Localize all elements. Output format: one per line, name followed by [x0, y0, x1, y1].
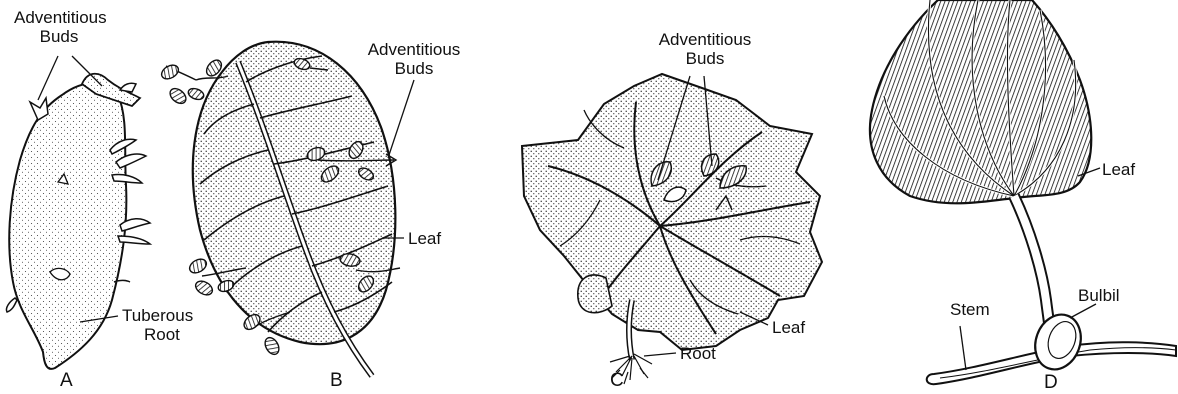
panel-d-leaf-label: Leaf	[1102, 160, 1135, 179]
leaf-d-blade	[870, 0, 1091, 203]
tuberous-root-shape	[9, 83, 126, 369]
panel-a-tuberous-line1: Tuberous	[122, 306, 193, 325]
panel-c-root-label: Root	[680, 344, 716, 363]
leaf-c-blade	[522, 74, 822, 350]
panel-c-leaf-label: Leaf	[772, 318, 805, 337]
panel-c-adventitious-buds-label: Adventitious Buds	[650, 30, 760, 68]
leaf-d-drawing	[870, 0, 1176, 384]
panel-a-adventitious-buds-label: Adventitious Buds	[14, 8, 104, 46]
leaf-b-drawing	[159, 42, 414, 376]
panel-letter-a: A	[60, 370, 73, 392]
panel-c-adventitious-line2: Buds	[650, 49, 760, 68]
panel-b-leaf-label: Leaf	[408, 229, 441, 248]
panel-b-adventitious-line1: Adventitious	[364, 40, 464, 59]
panel-letter-c: C	[610, 370, 624, 392]
panel-letter-d: D	[1044, 372, 1058, 394]
panel-d-stem-label: Stem	[950, 300, 990, 319]
panel-d-bulbil-label: Bulbil	[1078, 286, 1120, 305]
leaf-c-drawing	[522, 74, 822, 384]
panel-a-tuberous-root-label: Tuberous Root	[122, 306, 193, 344]
panel-b-adventitious-line2: Buds	[364, 59, 464, 78]
panel-a-adventitious-line2: Buds	[14, 27, 104, 46]
panel-a-adventitious-line1: Adventitious	[14, 8, 104, 27]
panel-c-adventitious-line1: Adventitious	[650, 30, 760, 49]
bulbil-shape	[1028, 308, 1088, 376]
panel-letter-b: B	[330, 370, 343, 392]
panel-a-tuberous-line2: Root	[122, 325, 193, 344]
panel-b-adventitious-buds-label: Adventitious Buds	[364, 40, 464, 78]
